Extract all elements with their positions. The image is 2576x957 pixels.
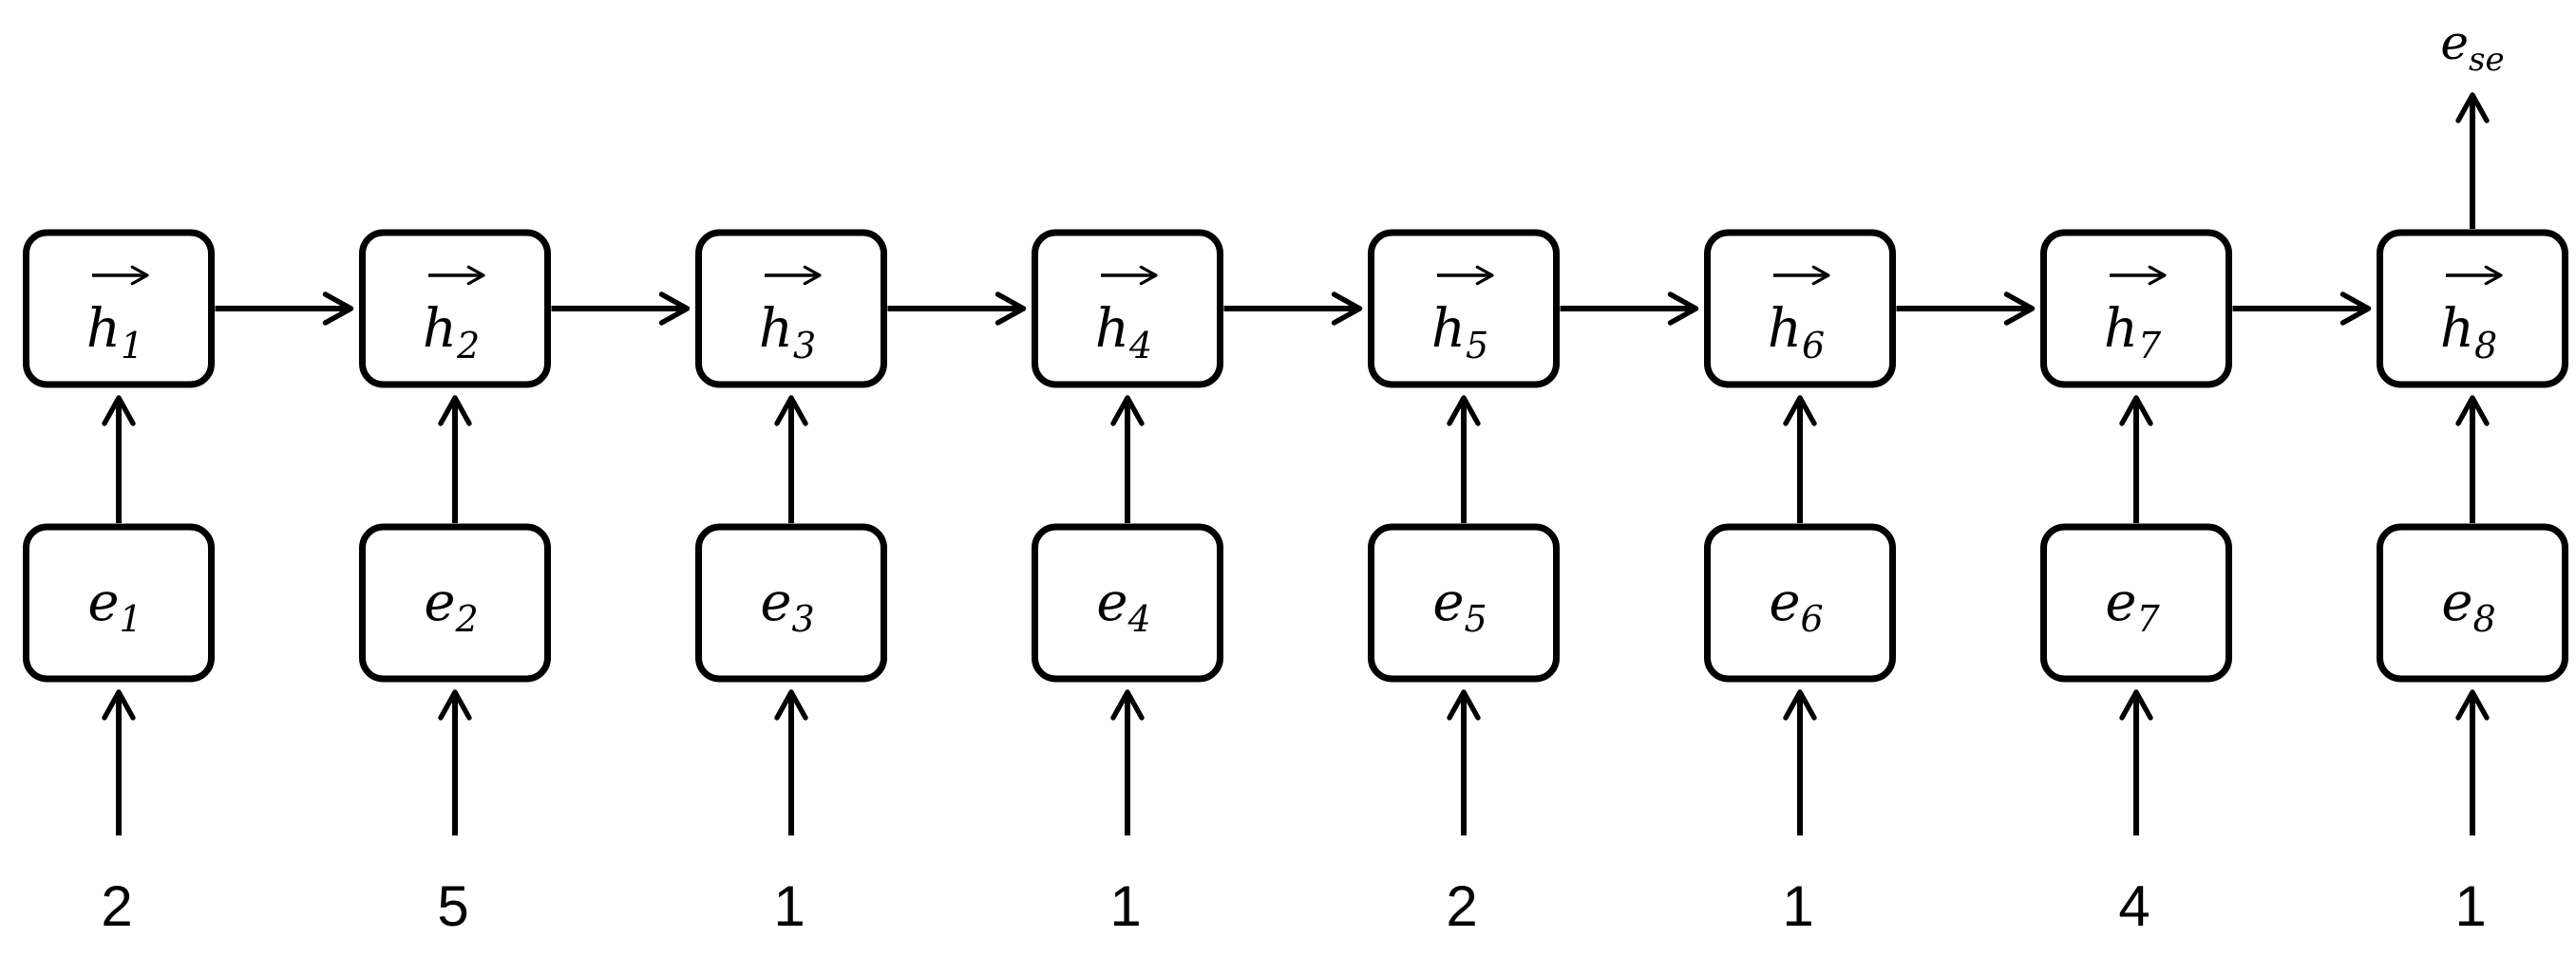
input-node-label: e5	[1432, 572, 1487, 640]
hidden-node-label-sub: 7	[2138, 325, 2162, 366]
hidden-node-label-base: h	[759, 298, 793, 360]
hidden-node-box	[1368, 229, 1560, 388]
input-node-label-base: e	[760, 572, 791, 633]
hidden-node-box	[695, 229, 887, 388]
hidden-node: h7	[2040, 229, 2232, 388]
hidden-node-label-sub: 1	[121, 325, 143, 366]
hidden-node-box	[359, 229, 551, 388]
input-node-label: e7	[2105, 572, 2160, 640]
hidden-node-label: h4	[1095, 298, 1152, 366]
output-label-base: e	[2440, 15, 2469, 70]
input-node-label-sub: 1	[119, 598, 142, 640]
input-node-label: e3	[760, 572, 814, 640]
input-value: 1	[2454, 874, 2486, 938]
input-node-label: e4	[1096, 572, 1150, 640]
hidden-node-label-sub: 5	[1466, 325, 1488, 366]
input-node-label-base: e	[1096, 572, 1127, 633]
hidden-node-label-base: h	[1768, 298, 1802, 360]
hidden-node: h8	[2377, 229, 2568, 388]
input-node: e4	[1032, 523, 1223, 683]
hidden-node: h3	[695, 229, 887, 388]
output-label: ese	[2440, 15, 2504, 79]
input-value: 1	[1782, 874, 1813, 938]
input-value: 2	[1446, 874, 1477, 938]
hidden-node: h2	[359, 229, 551, 388]
input-value: 5	[437, 874, 468, 938]
hidden-node-label: h5	[1431, 298, 1488, 366]
hidden-node-label-base: h	[2440, 298, 2474, 360]
input-node-label-base: e	[2105, 572, 2136, 633]
input-node-box	[1704, 523, 1896, 683]
hidden-node-label-sub: 3	[793, 325, 816, 366]
output-label-sub: se	[2469, 41, 2505, 79]
input-node-label-base: e	[1432, 572, 1464, 633]
hidden-node-label: h6	[1768, 298, 1825, 366]
input-node: e3	[695, 523, 887, 683]
input-node-label-sub: 5	[1464, 598, 1487, 640]
input-node-box	[23, 523, 215, 683]
input-node-label: e8	[2441, 572, 2495, 640]
hidden-node-box	[1704, 229, 1896, 388]
edges	[102, 92, 2490, 835]
hidden-node: h6	[1704, 229, 1896, 388]
hidden-node-label-base: h	[2104, 298, 2138, 360]
hidden-node-label-sub: 2	[456, 325, 480, 366]
input-node: e7	[2040, 523, 2232, 683]
hidden-node-label: h1	[86, 298, 143, 366]
hidden-node-label-base: h	[423, 298, 457, 360]
input-value: 1	[773, 874, 805, 938]
input-node-label-sub: 4	[1127, 598, 1150, 640]
hidden-node-label-base: h	[1095, 298, 1129, 360]
input-node-label-sub: 2	[454, 598, 478, 640]
input-node-label: e2	[424, 572, 478, 640]
input-value: 2	[101, 874, 132, 938]
hidden-node-label-sub: 8	[2474, 325, 2497, 366]
input-node-box	[2377, 523, 2568, 683]
input-node-label-sub: 6	[1800, 598, 1823, 640]
hidden-node-box	[1032, 229, 1223, 388]
input-node-label-base: e	[424, 572, 455, 633]
input-node-label: e1	[87, 572, 142, 640]
input-node: e5	[1368, 523, 1560, 683]
hidden-node-box	[23, 229, 215, 388]
input-value: 4	[2118, 874, 2150, 938]
input-node: e6	[1704, 523, 1896, 683]
input-node-box	[359, 523, 551, 683]
input-node-label-sub: 8	[2472, 598, 2495, 640]
input-node-label-base: e	[1769, 572, 1800, 633]
hidden-node: h1	[23, 229, 215, 388]
hidden-node-label-sub: 6	[1802, 325, 1825, 366]
input-node-label: e6	[1769, 572, 1823, 640]
input-node: e2	[359, 523, 551, 683]
hidden-node-label-base: h	[1431, 298, 1466, 360]
hidden-node-box	[2377, 229, 2568, 388]
input-node-label-base: e	[87, 572, 119, 633]
hidden-node-label-base: h	[86, 298, 121, 360]
hidden-node-label: h7	[2104, 298, 2162, 366]
input-node: e8	[2377, 523, 2568, 683]
input-node-box	[1368, 523, 1560, 683]
hidden-node-box	[2040, 229, 2232, 388]
input-node-label-sub: 3	[791, 598, 814, 640]
input-node-box	[695, 523, 887, 683]
input-value: 1	[1109, 874, 1141, 938]
input-node-label-base: e	[2441, 572, 2472, 633]
input-node-box	[2040, 523, 2232, 683]
hidden-node-label: h8	[2440, 298, 2497, 366]
hidden-node-label-sub: 4	[1128, 325, 1152, 366]
input-node: e1	[23, 523, 215, 683]
input-node-box	[1032, 523, 1223, 683]
hidden-node: h4	[1032, 229, 1223, 388]
hidden-node: h5	[1368, 229, 1560, 388]
output-node: ese	[2440, 15, 2504, 79]
hidden-node-label: h3	[759, 298, 816, 366]
hidden-node-label: h2	[423, 298, 480, 366]
input-node-label-sub: 7	[2136, 598, 2160, 640]
